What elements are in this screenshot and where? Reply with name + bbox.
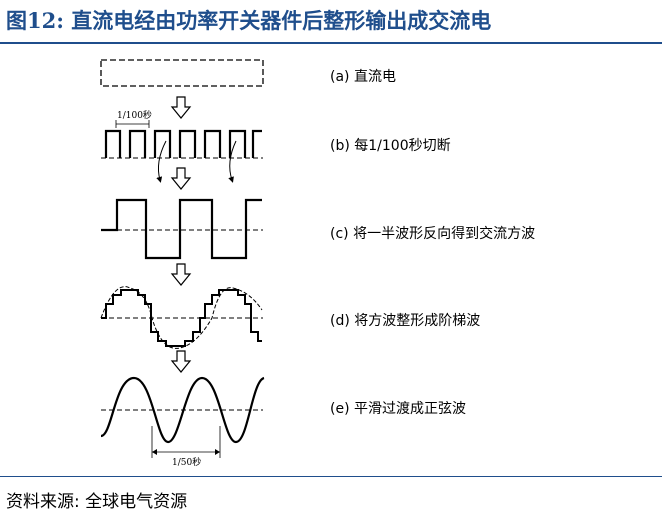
down-arrow-icon xyxy=(170,96,192,119)
dc-waveform xyxy=(100,59,264,87)
source-note: 资料来源: 全球电气资源 xyxy=(6,492,188,512)
caption-e: (e) 平滑过渡成正弦波 xyxy=(330,401,466,417)
footer-divider xyxy=(0,476,662,477)
title-divider xyxy=(0,42,662,44)
down-arrow-icon xyxy=(170,167,192,190)
period-label-b: 1/100秒 xyxy=(117,109,152,121)
stepped-waveform xyxy=(100,286,263,349)
down-arrow-icon xyxy=(170,263,192,286)
square-waveform xyxy=(101,198,263,260)
period-marker-e xyxy=(151,426,221,458)
caption-c: (c) 将一半波形反向得到交流方波 xyxy=(330,226,536,242)
period-label-e: 1/50秒 xyxy=(172,456,201,468)
figure-title: 图12: 直流电经由功率开关器件后整形输出成交流电 xyxy=(6,8,492,33)
caption-a: (a) 直流电 xyxy=(330,69,396,85)
pulse-train-waveform xyxy=(101,129,263,159)
flip-arrow-icon xyxy=(156,140,237,183)
caption-d: (d) 将方波整形成阶梯波 xyxy=(330,313,481,329)
down-arrow-icon xyxy=(170,350,192,373)
sine-waveform xyxy=(100,376,265,444)
period-marker-b xyxy=(115,120,150,128)
caption-b: (b) 每1/100秒切断 xyxy=(330,138,451,154)
